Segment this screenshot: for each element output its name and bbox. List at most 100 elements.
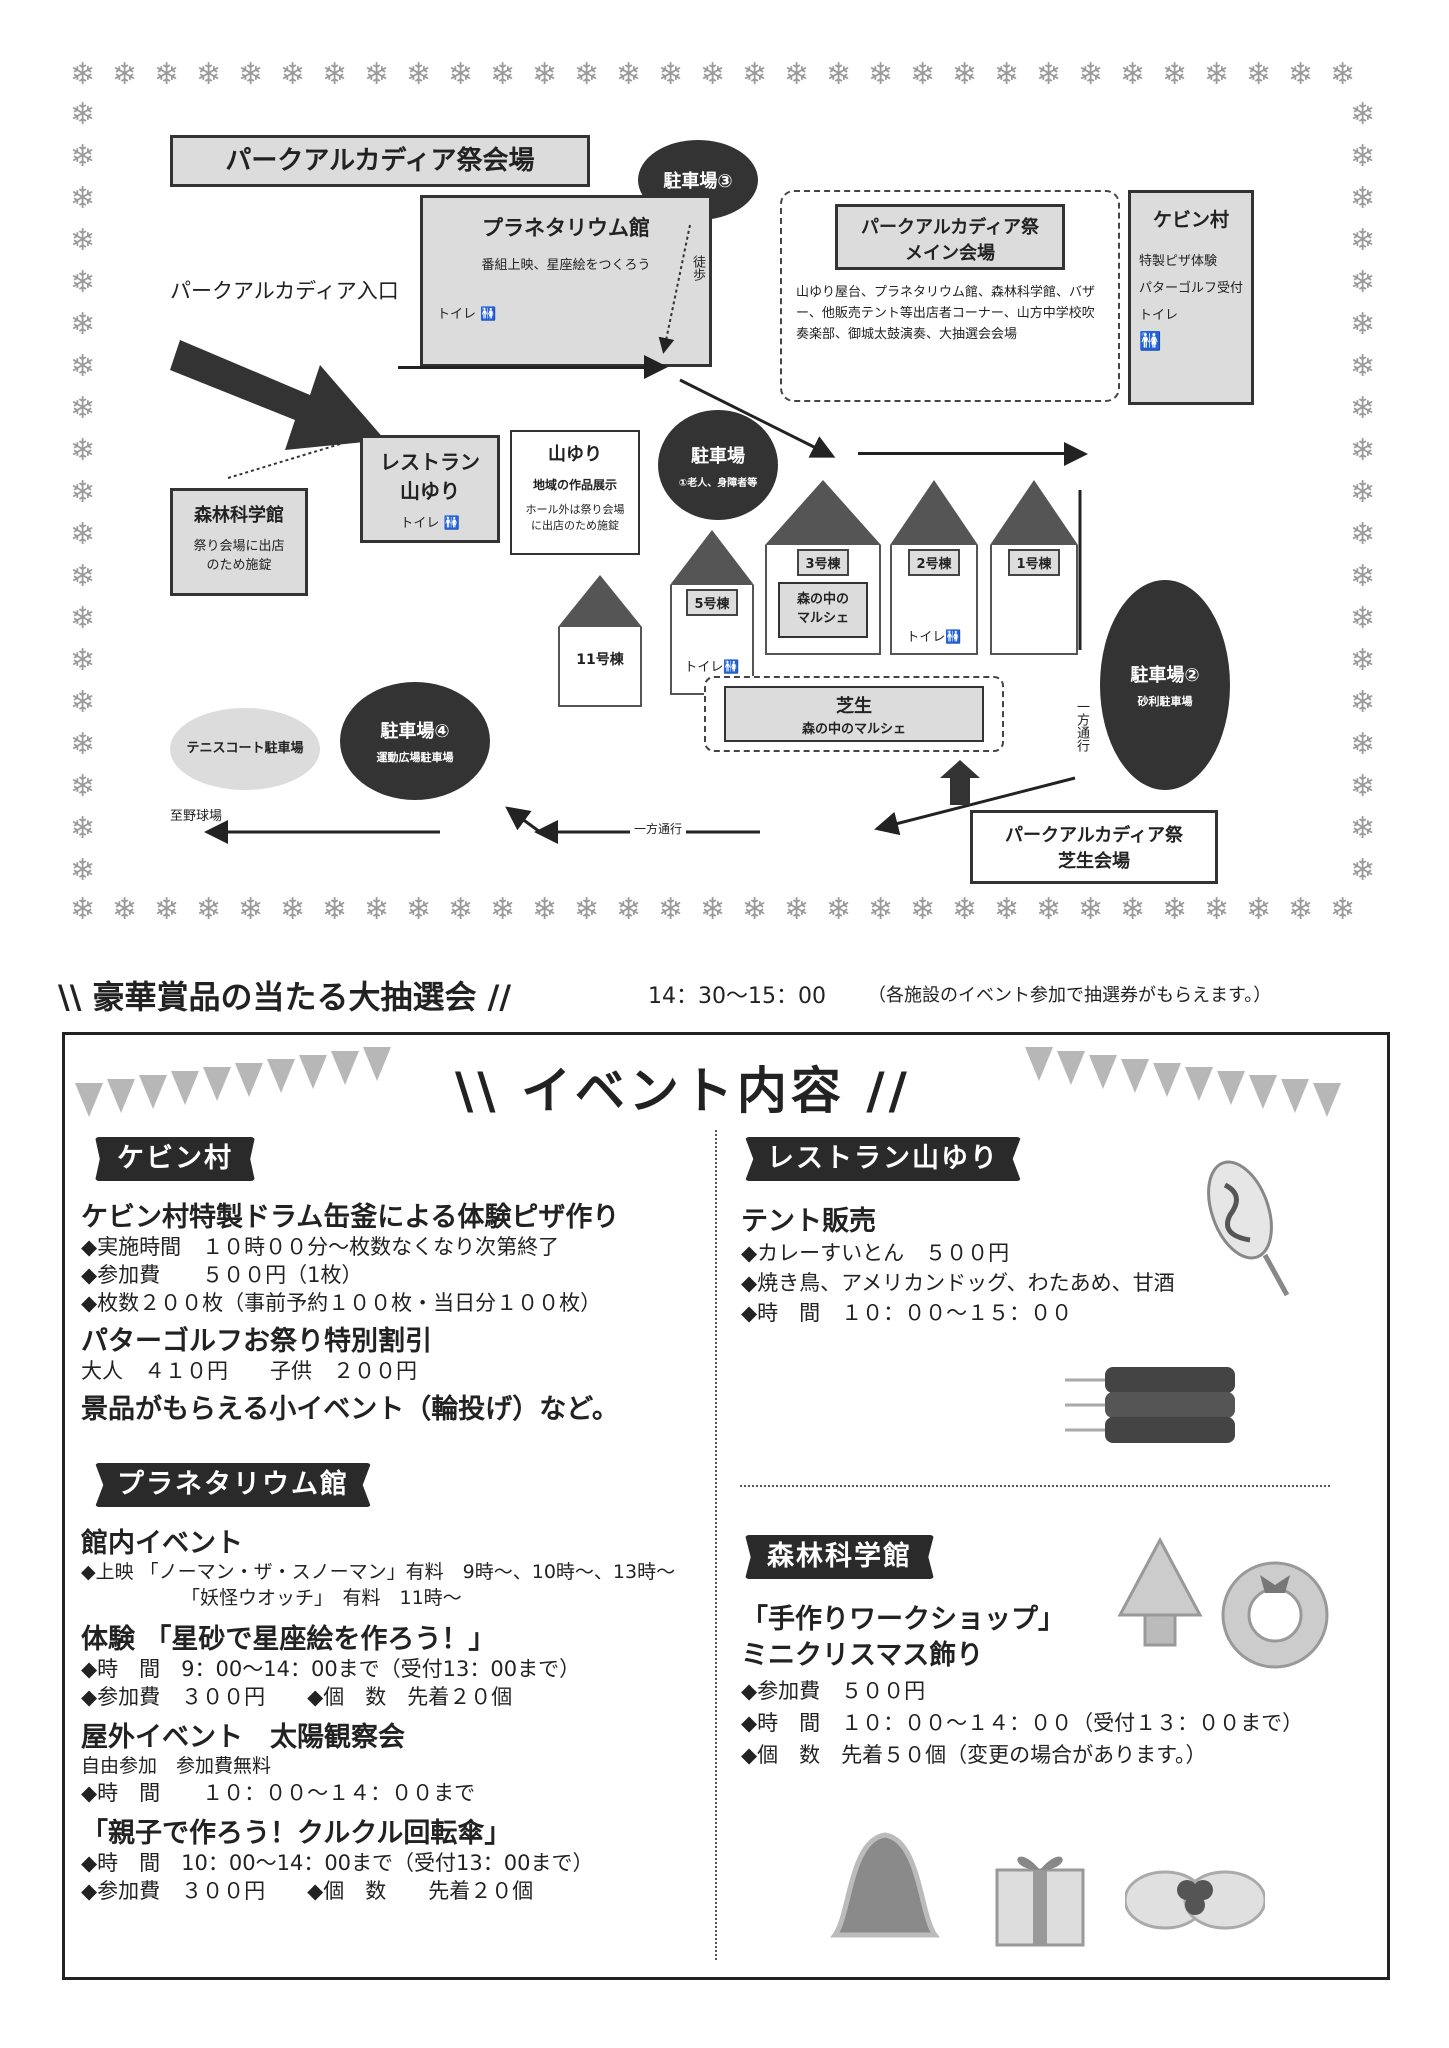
snowflake-icon: ❄	[70, 307, 96, 342]
forest-museum-box: 森林科学館 祭り会場に出店 のため施錠	[170, 488, 308, 596]
tree-cookie-icon	[1117, 1536, 1203, 1647]
snowflake-icon: ❄	[1350, 559, 1376, 594]
yakitori-icon	[1065, 1367, 1235, 1443]
snowflake-icon: ❄	[364, 892, 390, 927]
pennant-icon	[1153, 1063, 1181, 1097]
snowflake-icon: ❄	[490, 57, 516, 92]
snowflake-icon: ❄	[1350, 391, 1376, 426]
restaurant-label: レストラン山ゆり	[745, 1137, 1021, 1181]
snowflake-icon: ❄	[826, 57, 852, 92]
snowflake-icon: ❄	[658, 892, 684, 927]
gift-cookie-icon	[995, 1856, 1085, 1947]
pennant-icon	[171, 1071, 199, 1105]
snowflake-icon: ❄	[1350, 727, 1376, 762]
pennant-icon	[203, 1067, 231, 1101]
snowflake-icon: ❄	[70, 769, 96, 804]
toilet-icon: 🚻	[723, 660, 740, 675]
forest-l1: ◆参加費 ５００円	[741, 1679, 926, 1703]
snowflake-icon: ❄	[1350, 139, 1376, 174]
tennis-parking: テニスコート駐車場	[170, 708, 320, 790]
main-venue-desc: 山ゆり屋台、プラネタリウム館、森林科学館、バザー、他販売テント等出店者コーナー、…	[796, 285, 1096, 342]
pennant-icon	[1089, 1055, 1117, 1089]
to-baseball-label: 至野球場	[170, 809, 223, 824]
snowflake-icon: ❄	[70, 391, 96, 426]
snowflake-icon: ❄	[1036, 892, 1062, 927]
cabin-box: ケビン村 特製ピザ体験 パターゴルフ受付 トイレ 🚻	[1128, 190, 1254, 405]
snowflake-icon: ❄	[784, 57, 810, 92]
snowflake-icon: ❄	[1246, 57, 1272, 92]
planetarium-l5: 自由参加 参加費無料	[81, 1755, 272, 1777]
snowflake-icon: ❄	[1120, 57, 1146, 92]
planetarium-h1: 館内イベント	[81, 1528, 243, 1559]
snowflake-icon: ❄	[532, 892, 558, 927]
planetarium-l7: ◆時 間 10：00〜14：00まで（受付13：00まで）	[81, 1851, 594, 1875]
events-panel: \\ イベント内容 // ケビン村 ケビン村特製ドラム缶釜による体験ピザ作り ◆…	[62, 1032, 1390, 1980]
snowflake-icon: ❄	[742, 57, 768, 92]
snowflake-icon: ❄	[280, 892, 306, 927]
cabin-label: ケビン村	[95, 1137, 255, 1181]
snowflake-icon: ❄	[1350, 433, 1376, 468]
snowflake-icon: ❄	[1350, 643, 1376, 678]
snowflake-icon: ❄	[1330, 57, 1356, 92]
snowflake-icon: ❄	[1350, 853, 1376, 888]
snowflake-icon: ❄	[280, 57, 306, 92]
restaurant-l3: ◆時 間 １０：００〜１５：００	[741, 1301, 1073, 1325]
wreath-cookie-icon	[1221, 1561, 1329, 1669]
toilet-icon: 🚻	[480, 307, 497, 322]
snowflake-icon: ❄	[1350, 265, 1376, 300]
snowflake-icon: ❄	[70, 892, 96, 927]
planetarium-label: プラネタリウム館	[95, 1463, 371, 1507]
building-3: 3号棟 森の中のマルシェ	[765, 480, 881, 655]
oneway-vertical: 一方通行	[1074, 700, 1089, 752]
snowflake-icon: ❄	[868, 892, 894, 927]
planetarium-h2: 体験 「星砂で星座絵を作ろう！」	[81, 1624, 496, 1655]
snowflake-icon: ❄	[784, 892, 810, 927]
snowflake-icon: ❄	[700, 57, 726, 92]
toilet-icon: 🚻	[945, 630, 962, 645]
forest-h1: 「手作りワークショップ」	[741, 1604, 1065, 1635]
planetarium-l6: ◆時 間 １０：００〜１４：００まで	[81, 1781, 476, 1805]
snowflake-icon: ❄	[196, 57, 222, 92]
snowflake-icon: ❄	[616, 57, 642, 92]
snowflake-icon: ❄	[1288, 57, 1314, 92]
cabin-l1: ◆実施時間 １０時００分〜枚数なくなり次第終了	[81, 1235, 560, 1259]
snowflake-icon: ❄	[1350, 517, 1376, 552]
snowflake-icon: ❄	[1330, 892, 1356, 927]
snowflake-icon: ❄	[490, 892, 516, 927]
cabin-h2: パターゴルフお祭り特別割引	[81, 1326, 432, 1357]
right-divider	[740, 1485, 1330, 1487]
snowflake-icon: ❄	[1288, 892, 1314, 927]
snowflake-icon: ❄	[70, 685, 96, 720]
cabin-h3: 景品がもらえる小イベント（輪投げ）など。	[81, 1394, 619, 1425]
building-2: 2号棟 トイレ🚻	[890, 480, 978, 655]
snowflake-icon: ❄	[238, 892, 264, 927]
snowflake-icon: ❄	[70, 517, 96, 552]
lottery-title: \\ 豪華賞品の当たる大抽選会 //	[58, 978, 512, 1016]
snowflake-icon: ❄	[658, 57, 684, 92]
snowflake-icon: ❄	[1350, 769, 1376, 804]
snowflake-icon: ❄	[70, 643, 96, 678]
venue-map: ❄ ❄ ❄ ❄ ❄ ❄ ❄ ❄ ❄ ❄ ❄ ❄ ❄ ❄ ❄ ❄ ❄ ❄ ❄ ❄ ❄ ❄ ❄ ❄ ❄ ❄ ❄ ❄ ❄ ❄ ❄ ❄ ❄ ❄ ❄ ❄ ❄ ❄ ❄ ❄…	[70, 60, 1380, 930]
pennant-icon	[299, 1055, 327, 1089]
snowflake-icon: ❄	[406, 892, 432, 927]
snowflake-icon: ❄	[448, 892, 474, 927]
snowflake-icon: ❄	[952, 57, 978, 92]
pennant-icon	[1121, 1059, 1149, 1093]
snowflake-icon: ❄	[364, 57, 390, 92]
snowflake-icon: ❄	[70, 181, 96, 216]
oneway-horizontal: 一方通行	[630, 820, 687, 837]
snowflake-icon: ❄	[574, 57, 600, 92]
building-5: 5号棟 トイレ🚻	[670, 530, 754, 695]
snowflake-icon: ❄	[70, 811, 96, 846]
snowflake-icon: ❄	[742, 892, 768, 927]
planetarium-l1: ◆上映 「ノーマン・ザ・スノーマン」有料 9時〜、10時〜、13時〜	[81, 1561, 676, 1583]
snowflake-icon: ❄	[1350, 475, 1376, 510]
snowflake-icon: ❄	[70, 475, 96, 510]
snowflake-icon: ❄	[1204, 57, 1230, 92]
forest-h2: ミニクリスマス飾り	[741, 1640, 984, 1671]
snowflake-icon: ❄	[952, 892, 978, 927]
snowflake-icon: ❄	[448, 57, 474, 92]
cabin-l2: ◆参加費 ５００円（1枚）	[81, 1263, 363, 1287]
snowflake-icon: ❄	[826, 892, 852, 927]
pennant-icon	[1313, 1083, 1341, 1117]
